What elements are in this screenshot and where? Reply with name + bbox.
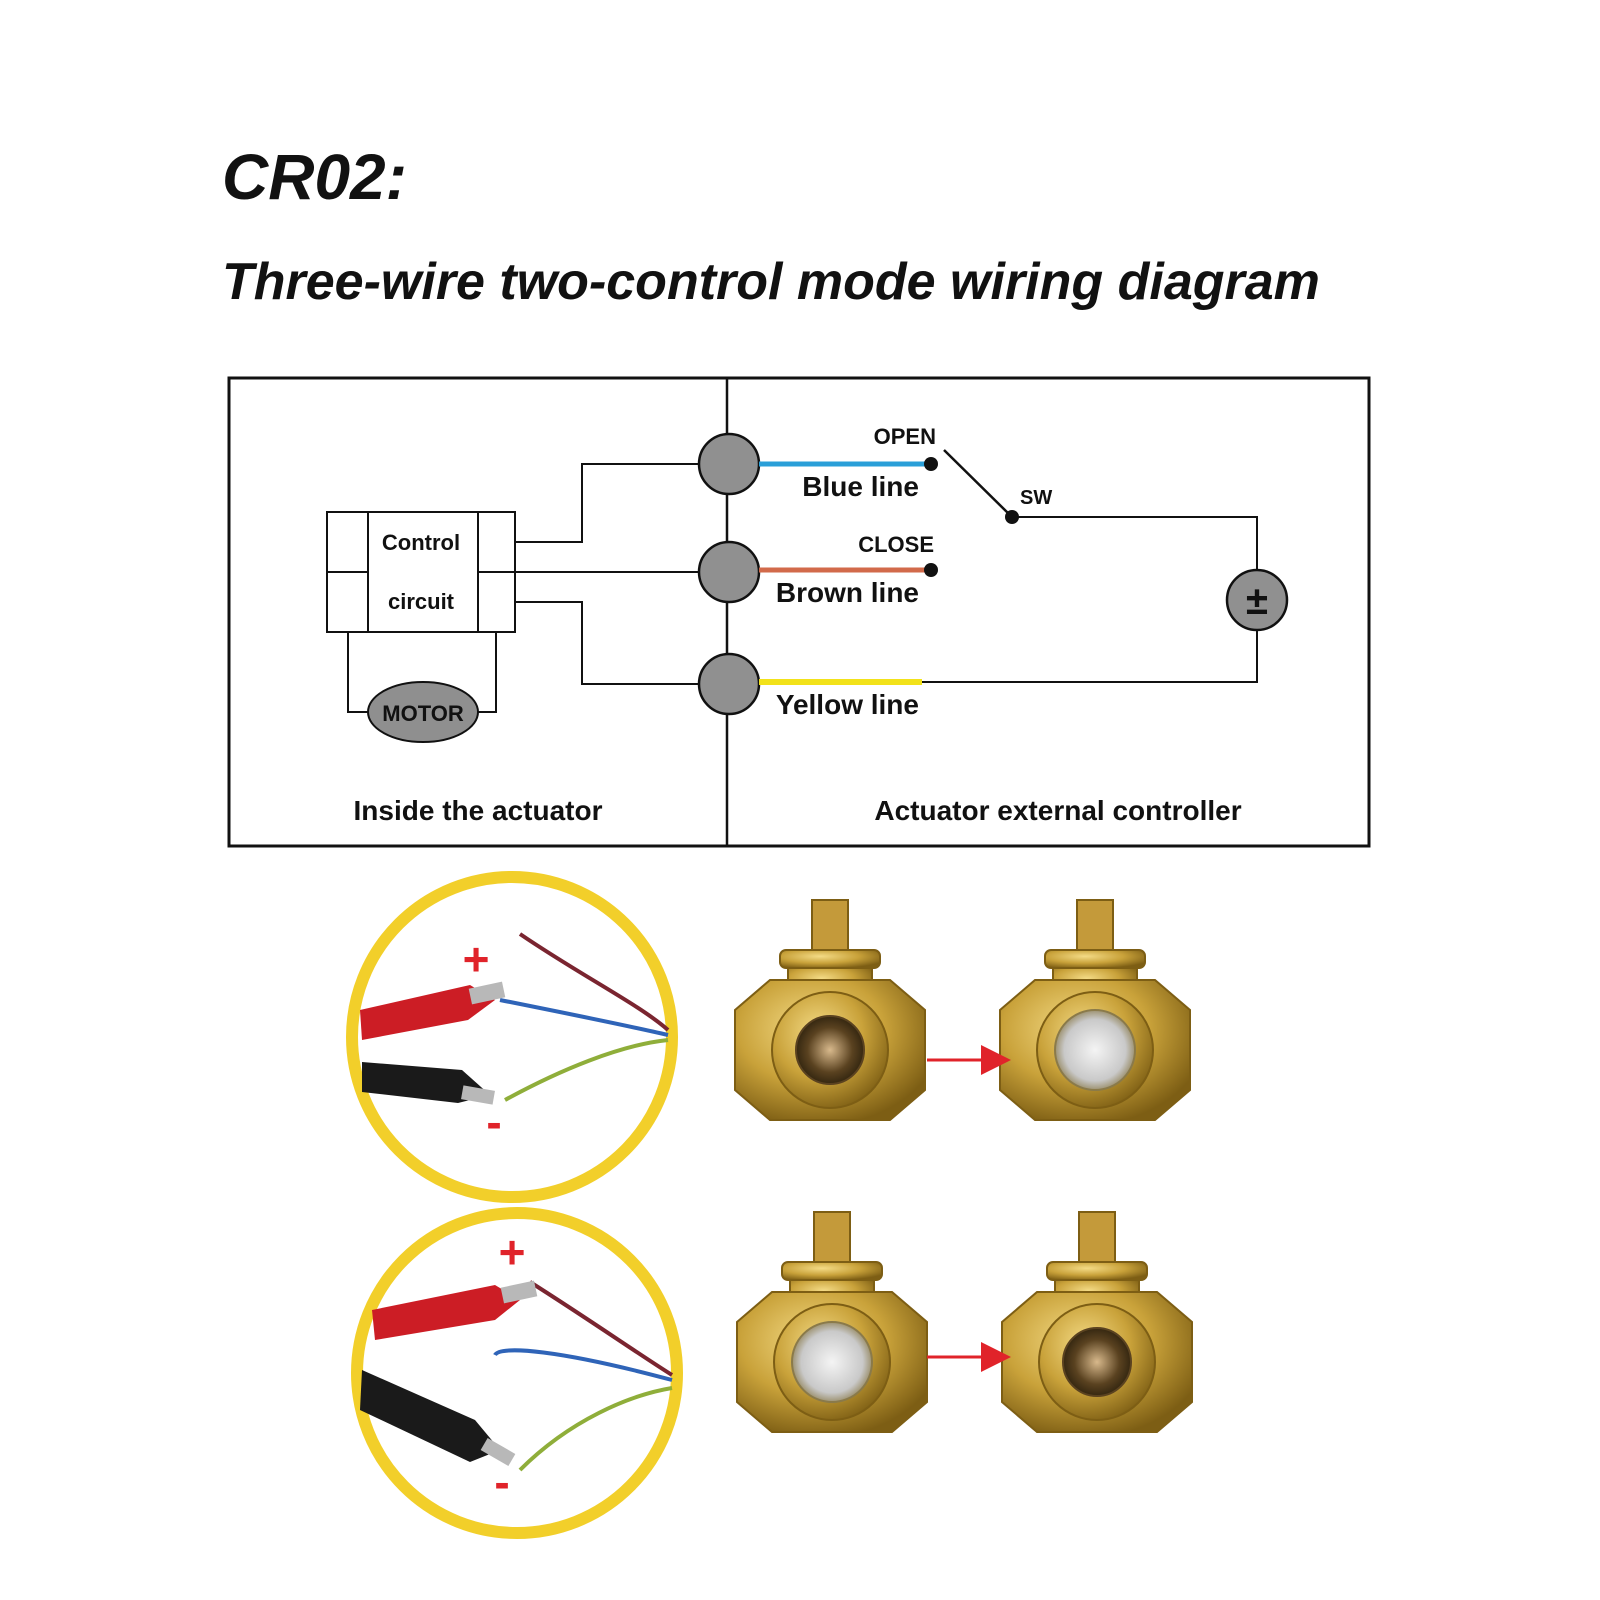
open-label: OPEN [874,424,936,449]
yellow-line-label: Yellow line [776,689,919,720]
motor-label: MOTOR [382,701,464,726]
terminal-brown [697,540,761,604]
power-return-wire [922,630,1258,683]
left-caption: Inside the actuator [354,795,603,826]
motor-wire-return [476,632,497,713]
plus-sign-2: + [499,1226,526,1278]
close-contact [924,563,938,577]
right-caption: Actuator external controller [874,795,1241,826]
plus-sign-1: + [463,933,490,985]
brown-line-label: Brown line [776,577,919,608]
valve-closed-top-left [734,899,926,1121]
internal-wires [515,463,700,685]
minus-sign-2: - [494,1456,509,1508]
sw-label: SW [1020,487,1052,509]
motor [367,681,479,743]
circuit-label: circuit [388,589,455,614]
valve-open-bottom-left [736,1211,928,1433]
switch-lever [943,449,1013,518]
model-code: CR02: [222,141,407,213]
power-symbol: ± [1246,579,1268,623]
diagram-title: Three-wire two-control mode wiring diagr… [222,253,1320,311]
terminal-yellow [697,652,761,716]
close-label: CLOSE [858,532,934,557]
blue-line-label: Blue line [802,471,919,502]
terminal-blue [697,432,761,496]
control-label: Control [382,530,460,555]
valve-closed-bottom-right [1001,1211,1193,1433]
motor-wire [347,632,370,713]
power-source [1225,568,1289,632]
switch-to-power-wire [1012,516,1258,570]
diagram-frame [227,376,1371,848]
open-contact [924,457,938,471]
valve-open-top-right [999,899,1191,1121]
clip-photo-close [351,1207,683,1539]
minus-sign-1: - [486,1096,501,1148]
control-circuit-block [326,511,516,633]
clip-photo-open [346,871,678,1203]
